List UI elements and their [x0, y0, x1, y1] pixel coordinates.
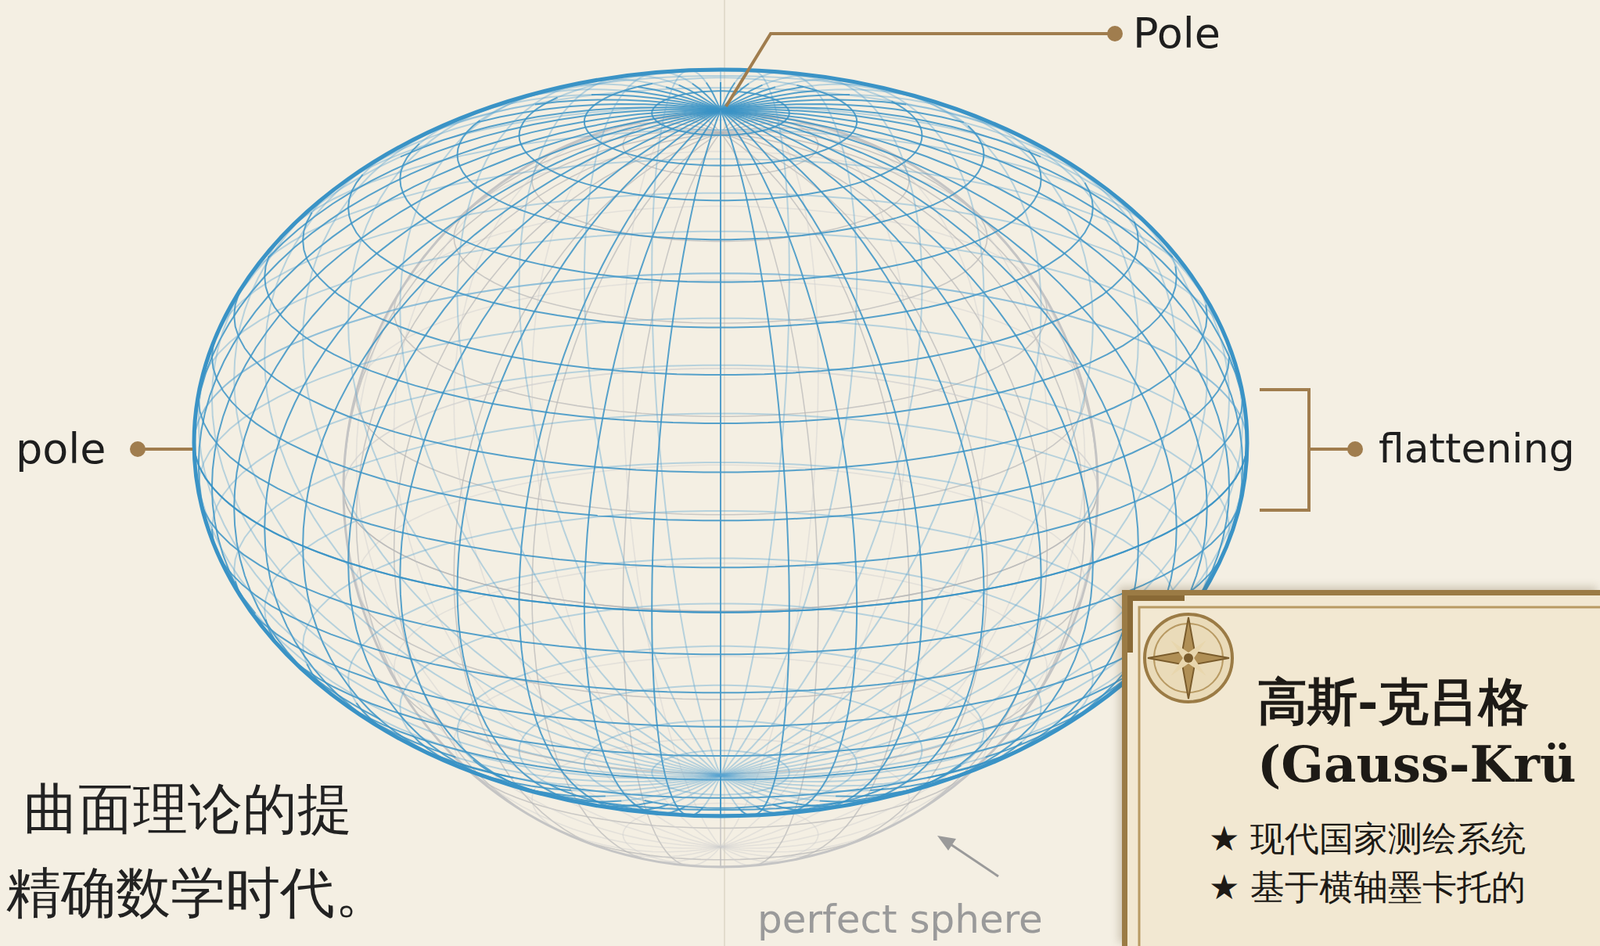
- wire-line: [532, 118, 721, 848]
- leader-dot: [129, 441, 146, 457]
- wire-line: [425, 725, 721, 849]
- wire-line: [720, 114, 819, 848]
- arrow-head: [937, 835, 957, 851]
- wire-line: [519, 110, 722, 811]
- spheroid-wireframe: [194, 69, 1248, 817]
- wire-line: [637, 86, 721, 111]
- leader-line: [137, 447, 193, 451]
- wire-line: [719, 69, 722, 776]
- wire-line: [692, 83, 721, 111]
- wire-line: [720, 110, 1177, 778]
- wire-line: [720, 84, 1042, 777]
- wire-line: [264, 110, 721, 778]
- bracket: [1259, 389, 1309, 511]
- wire-line: [194, 273, 1248, 443]
- wire-line: [720, 110, 790, 816]
- wire-line: [198, 110, 721, 614]
- wire-line: [720, 70, 790, 776]
- wire-line: [720, 94, 1139, 776]
- wire-line: [719, 82, 722, 111]
- pole-label: Pole: [1132, 9, 1221, 58]
- wire-line: [720, 725, 1016, 849]
- body-text: 曲面理论的提: [23, 777, 353, 842]
- wire-line: [720, 75, 923, 776]
- wire-line: [399, 84, 721, 777]
- wire-line: [720, 89, 1094, 776]
- wire-line: [400, 107, 721, 157]
- wire-line: [720, 613, 1187, 777]
- wire-line: [720, 104, 964, 123]
- card-title: 高斯-克吕格 (Gauss-Krü: [1257, 670, 1586, 796]
- wire-line: [355, 133, 721, 726]
- wire-line: [720, 109, 1173, 258]
- flattening-label: flattening: [1378, 425, 1575, 473]
- spheroid-outline: [194, 69, 1248, 817]
- bullet-text: ★ 现代国家测绘系统: [1208, 814, 1526, 863]
- wire-line: [720, 79, 985, 776]
- body-text: 精确数学时代。: [6, 861, 390, 925]
- compass-star: [1153, 622, 1225, 694]
- wire-line: [651, 110, 721, 816]
- compass-rose: [1144, 614, 1233, 702]
- center-guide: [723, 0, 726, 946]
- wire-line: [720, 846, 756, 866]
- wire-line: [706, 82, 721, 111]
- inner-frame: [1139, 607, 1600, 946]
- wire-line: [720, 133, 988, 848]
- leader-dot: [1107, 25, 1123, 42]
- wire-line: [720, 814, 913, 853]
- wire-line: [720, 107, 1041, 157]
- wire-line: [720, 118, 910, 848]
- compass-star: [1147, 617, 1230, 699]
- leader-line: [726, 33, 1110, 107]
- wire-line: [720, 71, 857, 776]
- wire-line: [720, 846, 798, 862]
- wire-line: [651, 70, 721, 776]
- wire-line: [720, 775, 739, 808]
- wire-line: [457, 110, 722, 807]
- wire-line: [720, 775, 756, 807]
- leader-dot: [1347, 441, 1363, 457]
- wire-line: [720, 133, 1086, 726]
- wire-line: [457, 79, 722, 776]
- compass-center: [1183, 653, 1194, 663]
- wire-line: [720, 110, 985, 807]
- wire-line: [194, 434, 1248, 613]
- wire-line: [720, 104, 1177, 777]
- sphere-label: perfect sphere: [757, 897, 1043, 943]
- wire-line: [584, 71, 721, 776]
- wire-line: [264, 104, 721, 777]
- wire-line: [622, 114, 721, 848]
- info-card: 高斯-克吕格 (Gauss-Krü ★ 现代国家测绘系统★ 基于横轴墨卡托的: [1121, 589, 1600, 946]
- bullet-text: ★ 基于横轴墨卡托的: [1208, 862, 1526, 912]
- wire-line: [665, 86, 721, 111]
- wire-line: [720, 240, 1086, 848]
- wire-line: [194, 442, 721, 776]
- wire-line: [233, 122, 721, 776]
- wire-line: [477, 104, 721, 123]
- wire-line: [453, 133, 721, 848]
- pole-label: pole: [15, 424, 107, 474]
- wire-line: [255, 613, 722, 777]
- wire-line: [348, 89, 721, 776]
